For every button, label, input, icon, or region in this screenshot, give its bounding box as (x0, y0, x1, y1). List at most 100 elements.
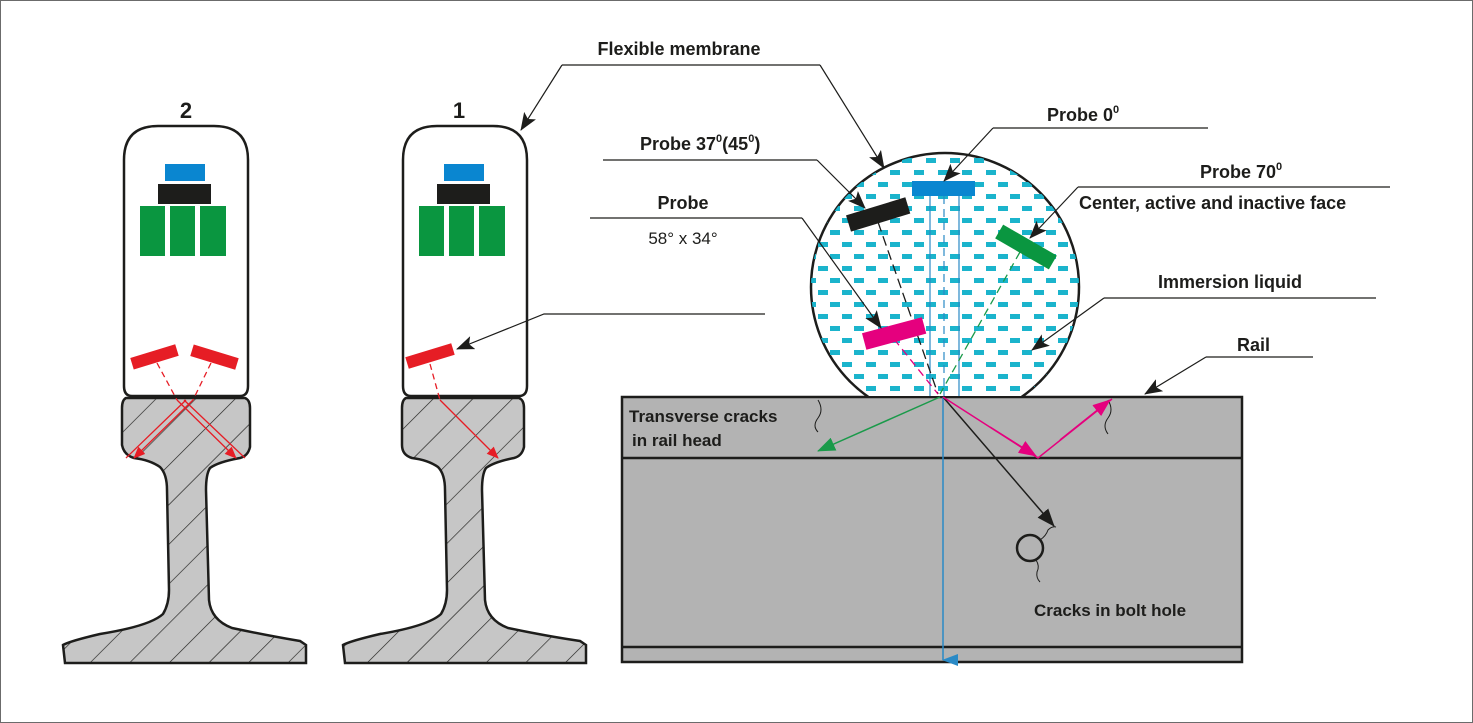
liquid-dash (866, 386, 876, 391)
liquid-dash (818, 386, 828, 391)
liquid-dash (950, 206, 960, 211)
probe-70-block-2c (200, 206, 226, 256)
liquid-dash (902, 374, 912, 379)
liquid-dash (1046, 158, 1056, 163)
liquid-dash (854, 230, 864, 235)
liquid-dash (842, 386, 852, 391)
liquid-dash (1034, 290, 1044, 295)
probe-70-label: Probe 700 (1200, 161, 1282, 182)
liquid-dash (1022, 374, 1032, 379)
liquid-dash (938, 266, 948, 271)
liquid-dash (938, 290, 948, 295)
liquid-dash (902, 350, 912, 355)
liquid-dash (1082, 218, 1092, 223)
liquid-dash (842, 314, 852, 319)
liquid-dash (866, 362, 876, 367)
liquid-dash (842, 242, 852, 247)
liquid-dash (830, 182, 840, 187)
probe-37-element (846, 197, 911, 232)
liquid-dash (998, 302, 1008, 307)
liquid-dash (1070, 374, 1079, 379)
liquid-dash (914, 362, 924, 367)
liquid-dash (938, 338, 948, 343)
rail-side-view (620, 395, 1244, 664)
liquid-dash (818, 362, 828, 367)
liquid-dash (1010, 266, 1020, 271)
liquid-dash (986, 242, 996, 247)
liquid-dash (1022, 278, 1032, 283)
liquid-dash (878, 254, 888, 259)
liquid-dash (878, 350, 888, 355)
liquid-dash (1058, 362, 1068, 367)
liquid-dash (830, 278, 840, 283)
liquid-dash (914, 170, 924, 175)
liquid-dash (818, 290, 828, 295)
liquid-dash (890, 362, 900, 367)
bolt-hole-icon (1015, 533, 1045, 563)
liquid-dash (1010, 194, 1020, 199)
liquid-dash (950, 230, 960, 235)
liquid-dash (1070, 350, 1079, 355)
probe-0-callout: Probe 00 (943, 104, 1208, 182)
liquid-dash (986, 266, 996, 271)
probe-58-element (861, 317, 927, 350)
liquid-dash (926, 158, 936, 163)
liquid-dash (830, 254, 840, 259)
bolt-hole-crack-lower-icon (1035, 559, 1041, 583)
liquid-dash (854, 302, 864, 307)
liquid-dash (830, 350, 840, 355)
probe-58-angle-label: 58° x 34° (648, 229, 717, 248)
liquid-dash (811, 302, 816, 307)
liquid-dash (1022, 350, 1032, 355)
liquid-dash (926, 206, 936, 211)
rail-callout: Rail (1144, 335, 1313, 395)
liquid-dash (1022, 182, 1032, 187)
immersion-liquid-callout: Immersion liquid (1031, 272, 1376, 351)
probe-0-block-1 (444, 164, 484, 181)
wheel-2-assembly: 2 (61, 98, 308, 665)
liquid-dash (1070, 278, 1079, 283)
liquid-dash (1046, 206, 1056, 211)
liquid-dash (962, 386, 972, 391)
liquid-dash (1058, 290, 1068, 295)
liquid-dash (1010, 314, 1020, 319)
side-probe-single (405, 343, 455, 369)
liquid-dash (998, 326, 1008, 331)
liquid-dash (854, 206, 864, 211)
liquid-dash (926, 326, 936, 331)
liquid-dash (866, 266, 876, 271)
liquid-dash (811, 278, 816, 283)
liquid-dash (830, 374, 840, 379)
liquid-dash (890, 170, 900, 175)
liquid-dash (902, 302, 912, 307)
liquid-dash (998, 350, 1008, 355)
wheel-1-number: 1 (453, 98, 465, 123)
liquid-dash (854, 254, 864, 259)
liquid-dash (818, 170, 828, 175)
liquid-dash (818, 194, 828, 199)
probe-70-block-1a (419, 206, 444, 256)
side-probe-leader (456, 313, 765, 350)
liquid-dash (902, 158, 912, 163)
rail-body (620, 395, 1244, 664)
liquid-dash (1058, 242, 1068, 247)
liquid-dash (974, 182, 984, 187)
flexible-membrane-label: Flexible membrane (597, 39, 760, 59)
liquid-dash (974, 326, 984, 331)
liquid-dash (1058, 386, 1068, 391)
liquid-dash (842, 362, 852, 367)
liquid-dash (878, 302, 888, 307)
liquid-dash (1034, 170, 1044, 175)
liquid-dash (974, 254, 984, 259)
liquid-dash (1034, 266, 1044, 271)
liquid-dash (811, 350, 816, 355)
probe-70-block-1b (449, 206, 474, 256)
liquid-dash (890, 314, 900, 319)
liquid-dash (914, 266, 924, 271)
liquid-dash (842, 194, 852, 199)
liquid-dash (854, 374, 864, 379)
liquid-dash (962, 242, 972, 247)
probe-58-callout: Probe 58° x 34° (590, 193, 882, 329)
liquid-dash (938, 362, 948, 367)
liquid-dash (1034, 314, 1044, 319)
